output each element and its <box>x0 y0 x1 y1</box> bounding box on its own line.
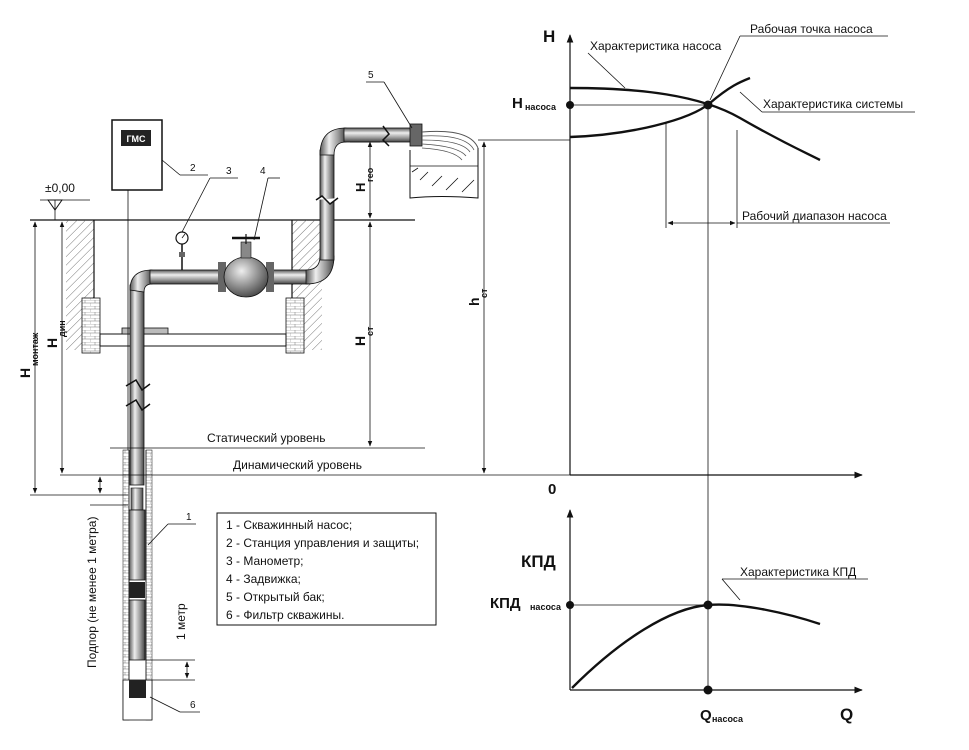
dynamic-level-label: Динамический уровень <box>233 458 362 472</box>
callout-2: 2 <box>190 163 196 174</box>
q-pump-sub: насоса <box>712 714 744 724</box>
h-st-sub: ст <box>365 326 375 336</box>
gate-valve <box>218 234 274 298</box>
manometer <box>175 231 189 270</box>
dimension-h-mount: H монтаж <box>17 221 128 496</box>
kpd-pump-point <box>566 601 574 609</box>
operating-point <box>703 100 713 110</box>
operating-point-label: Рабочая точка насоса <box>750 22 873 36</box>
h-st-label: H <box>352 336 368 346</box>
bottom-chart: КПД КПД насоса Характеристика КПД Q насо… <box>490 509 868 724</box>
legend-item-4: 4 - Задвижка; <box>226 572 301 586</box>
callout-6: 6 <box>190 700 196 711</box>
caisson-pit <box>66 220 322 354</box>
callouts: 1 2 3 4 5 6 <box>147 70 413 713</box>
operating-range-label: Рабочий диапазон насоса <box>742 209 887 223</box>
dimension-h-geo: H гео <box>350 141 380 219</box>
pump-curve <box>569 86 821 162</box>
dimension-podpor: Подпор (не менее 1 метра) <box>85 476 128 668</box>
axis-q-label: Q <box>840 705 853 724</box>
legend-item-2: 2 - Станция управления и защиты; <box>226 536 419 550</box>
podpor-label: Подпор (не менее 1 метра) <box>85 517 99 668</box>
axis-zero-label: 0 <box>548 481 556 498</box>
legend-item-5: 5 - Открытый бак; <box>226 590 325 604</box>
dimension-h-st-small: h ст <box>466 139 570 474</box>
kpd-pump-label: КПД <box>490 595 521 612</box>
h-st-small-label: h <box>466 297 482 306</box>
station-logo-text: ГМС <box>126 134 146 144</box>
system-curve <box>569 76 751 139</box>
h-mount-sub: монтаж <box>30 332 40 366</box>
h-dyn-sub: дин <box>57 320 67 337</box>
dimension-h-st: H ст <box>352 221 375 447</box>
q-pump-label: Q <box>700 707 712 724</box>
axis-h-label: H <box>543 27 555 46</box>
submersible-pump <box>128 487 146 661</box>
station-logo <box>121 130 151 146</box>
dimension-h-dyn: H дин <box>44 221 67 474</box>
h-pump-sub: насоса <box>525 102 557 112</box>
dimension-one-meter: 1 метр <box>146 603 195 681</box>
well-filter <box>122 679 153 721</box>
h-geo-sub: гео <box>365 167 375 182</box>
legend-item-3: 3 - Манометр; <box>226 554 303 568</box>
callout-1: 1 <box>186 512 192 523</box>
open-tank <box>409 123 479 199</box>
callout-4: 4 <box>260 166 266 177</box>
axis-kpd-label: КПД <box>521 552 556 571</box>
water-levels: Статический уровень Динамический уровень <box>60 431 570 476</box>
callout-5: 5 <box>368 70 374 81</box>
h-geo-label: H <box>353 183 368 192</box>
legend-item-6: 6 - Фильтр скважины. <box>226 608 344 622</box>
legend-item-1: 1 - Скважинный насос; <box>226 518 352 532</box>
one-meter-label: 1 метр <box>174 603 188 640</box>
h-mount-label: H <box>17 368 33 378</box>
system-curve-label: Характеристика системы <box>763 97 903 111</box>
top-chart: H 0 H насоса Характеристика насоса Рабоч… <box>512 22 915 690</box>
kpd-curve <box>571 603 821 689</box>
control-station: ГМС <box>111 119 163 520</box>
h-pump-point <box>566 101 574 109</box>
level-zero-label: ±0,00 <box>45 181 75 195</box>
q-pump-point <box>703 685 713 695</box>
callout-3: 3 <box>226 166 232 177</box>
h-dyn-label: H <box>44 338 60 348</box>
kpd-pump-sub: насоса <box>530 602 562 612</box>
h-st-small-sub: ст <box>479 288 489 298</box>
legend-box: 1 - Скважинный насос; 2 - Станция управл… <box>216 512 437 626</box>
kpd-curve-label: Характеристика КПД <box>740 565 856 579</box>
h-pump-label: H <box>512 95 523 112</box>
kpd-operating-point <box>703 600 713 610</box>
pump-curve-label: Характеристика насоса <box>590 39 722 53</box>
static-level-label: Статический уровень <box>207 431 326 445</box>
